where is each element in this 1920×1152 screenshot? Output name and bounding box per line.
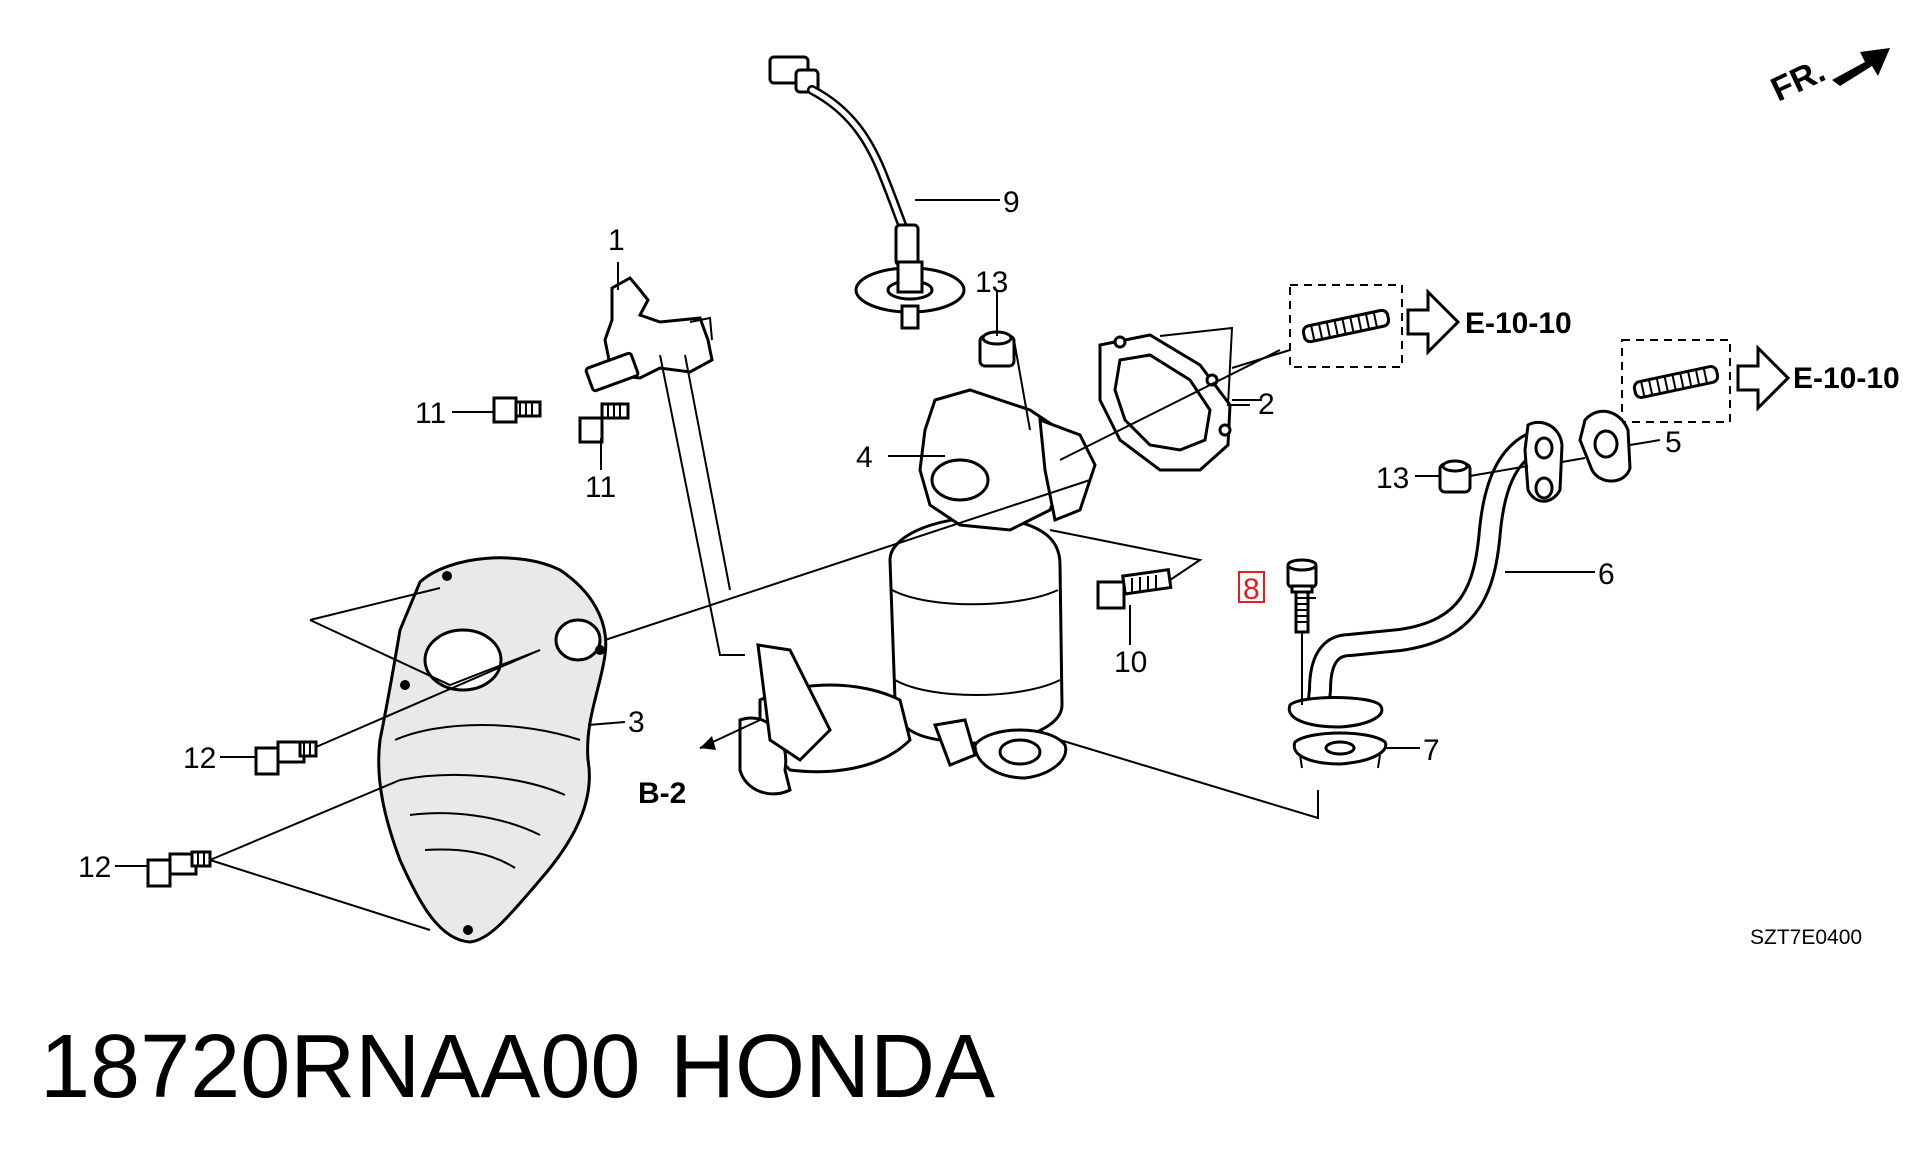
drawing-code: SZT7E0400 [1750,926,1862,949]
footer: 18720RNAA00 HONDA [40,1017,995,1117]
catalytic-converter [738,388,1097,796]
callout-8: 8 [1243,573,1260,606]
callout-10: 10 [1114,646,1147,679]
callout-5: 5 [1665,426,1682,459]
callout-3: 3 [628,706,645,739]
egr-pipe [1287,420,1564,729]
callout-labels: 1 2 3 4 5 6 7 8 9 10 11 11 12 12 13 13 [78,186,1682,884]
oxygen-sensor [768,55,966,330]
front-label: FR. [1765,52,1831,110]
callout-11-lower: 11 [585,471,616,504]
nut-13-right [1438,459,1472,494]
reference-bottom: B-2 [638,777,686,810]
callout-7: 7 [1423,734,1440,767]
heat-shield [377,556,608,944]
footer-part-number: 18720RNAA00 [40,1017,640,1117]
stud-box-upper [1289,284,1461,368]
callout-12-upper: 12 [183,742,216,775]
callout-1: 1 [608,224,625,257]
nut-13-left [978,330,1016,368]
callout-4: 4 [856,441,873,474]
bolt-12-lower [146,850,212,888]
leader-lines [115,199,1661,931]
stud-box-right [1621,339,1791,423]
reference-arrow-icon [1406,288,1461,356]
bolt-11-upper [492,396,542,424]
callout-6: 6 [1598,558,1615,591]
reference-labels: E-10-10 E-10-10 B-2 [638,307,1900,810]
highlight-box [1238,571,1265,603]
reference-right: E-10-10 [1793,362,1900,395]
bracket [584,276,714,393]
callout-9: 9 [1003,186,1020,219]
footer-brand: HONDA [670,1017,995,1117]
front-direction-indicator: FR. [1765,48,1890,109]
callout-13-right: 13 [1376,462,1409,495]
callout-2: 2 [1258,388,1275,421]
bolt-8 [1286,558,1318,634]
gasket-pipe [1292,731,1388,769]
gasket [1098,333,1232,472]
bolt-10 [1096,567,1173,610]
callout-13-left: 13 [975,266,1008,299]
reference-arrow-icon [1736,344,1791,412]
bolt-12-upper [254,740,318,776]
front-arrow-icon [1832,48,1890,86]
reference-upper: E-10-10 [1465,307,1572,340]
bolt-11-lower [578,402,630,444]
gasket-small [1578,409,1632,483]
callout-11-upper: 11 [415,397,446,430]
callout-12-lower: 12 [78,851,111,884]
